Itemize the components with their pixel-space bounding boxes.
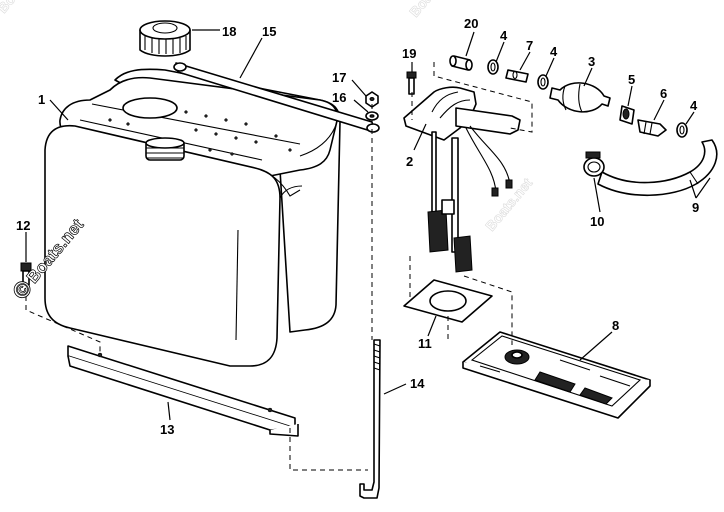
fuel-pickup-assembly[interactable] bbox=[403, 86, 521, 273]
leader-lines bbox=[25, 29, 711, 421]
adapter[interactable] bbox=[619, 105, 635, 125]
fuel-hose[interactable] bbox=[597, 139, 718, 197]
callout-10: 10 bbox=[590, 214, 604, 229]
callout-labels: 1 2 3 4 4 4 5 6 7 8 9 10 11 12 13 14 15 … bbox=[16, 16, 699, 437]
mounting-screw[interactable] bbox=[406, 71, 417, 95]
connector-tube[interactable] bbox=[449, 55, 473, 71]
j-bolt[interactable] bbox=[359, 339, 381, 499]
gasket[interactable] bbox=[403, 279, 493, 323]
callout-2: 2 bbox=[406, 154, 413, 169]
hose-fitting[interactable] bbox=[505, 69, 529, 83]
hold-down-strap[interactable] bbox=[173, 62, 380, 133]
washer[interactable] bbox=[365, 111, 379, 121]
callout-9: 9 bbox=[692, 200, 699, 215]
filler-cap[interactable] bbox=[139, 20, 191, 57]
callout-5: 5 bbox=[628, 72, 635, 87]
callout-4b: 4 bbox=[550, 44, 558, 59]
watermark-text-faint-2: Boats.net bbox=[406, 0, 459, 20]
callout-19: 19 bbox=[402, 46, 416, 61]
mounting-bracket[interactable] bbox=[67, 345, 299, 437]
primer-bulb[interactable] bbox=[549, 82, 611, 113]
clip-2[interactable] bbox=[537, 74, 549, 90]
callout-7: 7 bbox=[526, 38, 533, 53]
fuel-tank[interactable] bbox=[44, 68, 341, 367]
hose-clamp[interactable] bbox=[583, 151, 605, 177]
callout-14: 14 bbox=[410, 376, 425, 391]
callout-3: 3 bbox=[588, 54, 595, 69]
callout-11: 11 bbox=[418, 336, 432, 351]
callout-20: 20 bbox=[464, 16, 478, 31]
nut[interactable] bbox=[365, 91, 379, 108]
watermark-text-faint-1: Boats.net bbox=[0, 0, 48, 16]
callout-4c: 4 bbox=[690, 98, 698, 113]
callout-12: 12 bbox=[16, 218, 30, 233]
callout-6: 6 bbox=[660, 86, 667, 101]
callout-17: 17 bbox=[332, 70, 346, 85]
callout-8: 8 bbox=[612, 318, 619, 333]
callout-16: 16 bbox=[332, 90, 346, 105]
clip-1[interactable] bbox=[487, 59, 499, 75]
callout-15: 15 bbox=[262, 24, 276, 39]
callout-1: 1 bbox=[38, 92, 45, 107]
callout-4a: 4 bbox=[500, 28, 508, 43]
quick-connector[interactable] bbox=[637, 119, 667, 137]
clip-3[interactable] bbox=[676, 122, 688, 138]
assembly-lines bbox=[25, 62, 533, 471]
callout-18: 18 bbox=[222, 24, 236, 39]
tank-top-holes bbox=[108, 110, 292, 156]
callout-13: 13 bbox=[160, 422, 174, 437]
cover-plate[interactable] bbox=[462, 331, 651, 419]
